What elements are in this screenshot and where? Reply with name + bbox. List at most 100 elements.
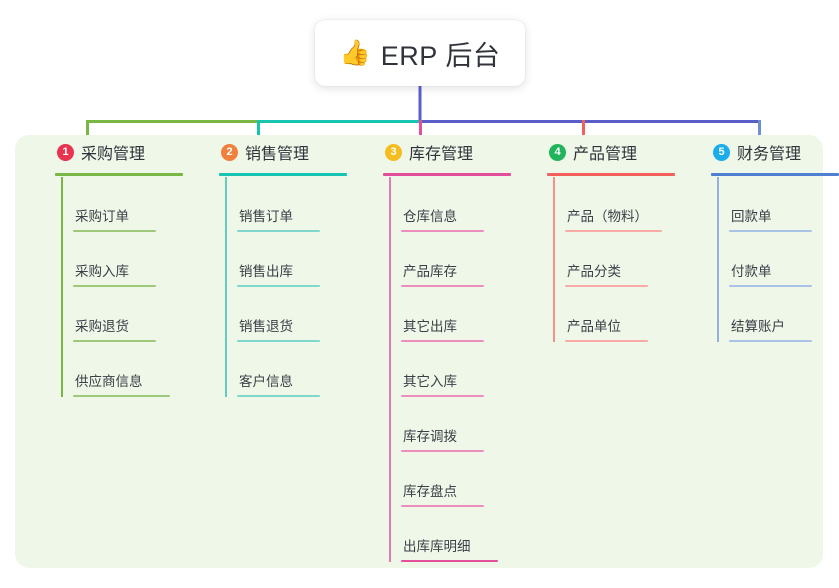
leaf-node[interactable]: 供应商信息 — [61, 342, 203, 397]
leaf-node[interactable]: 库存盘点 — [389, 452, 531, 507]
leaf-label: 出库库明细 — [403, 539, 471, 554]
leaf-rule — [729, 285, 812, 287]
branch-column-3: 3 库存管理 仓库信息 产品库存 其它出库 其它入库 — [367, 135, 531, 568]
leaf-node[interactable]: 采购退货 — [61, 287, 203, 342]
branch-columns: 1 采购管理 采购订单 采购入库 采购退货 供应商信 — [15, 135, 839, 568]
branch-children-5: 回款单 付款单 结算账户 — [695, 177, 839, 342]
leaf-rule — [237, 340, 320, 342]
leaf-label: 其它出库 — [403, 319, 457, 334]
branch-title-1: 采购管理 — [81, 146, 146, 163]
leaf-label: 产品（物料） — [567, 209, 648, 224]
branch-rule-5 — [711, 173, 839, 176]
leaf-node[interactable]: 产品库存 — [389, 232, 531, 287]
leaf-label: 仓库信息 — [403, 209, 457, 224]
leaf-label: 产品库存 — [403, 264, 457, 279]
leaf-rule — [237, 230, 320, 232]
leaf-rule — [401, 560, 498, 562]
branch-header-1[interactable]: 1 采购管理 — [39, 135, 203, 169]
thumbs-up-icon: 👍 — [339, 38, 371, 67]
leaf-node[interactable]: 产品分类 — [553, 232, 695, 287]
branch-badge-2: 2 — [221, 143, 238, 161]
branch-badge-1: 1 — [57, 143, 74, 161]
branch-header-4[interactable]: 4 产品管理 — [531, 135, 695, 169]
leaf-rule — [401, 505, 484, 507]
leaf-node[interactable]: 结算账户 — [717, 287, 839, 342]
leaf-label: 销售出库 — [239, 264, 293, 279]
branches-panel — [15, 135, 823, 568]
leaf-label: 客户信息 — [239, 374, 293, 389]
branch-children-1: 采购订单 采购入库 采购退货 供应商信息 — [39, 177, 203, 397]
leaf-node[interactable]: 采购订单 — [61, 177, 203, 232]
leaf-label: 产品单位 — [567, 319, 621, 334]
leaf-rule — [73, 285, 156, 287]
branch-spine-2 — [225, 177, 227, 397]
leaf-node[interactable]: 销售出库 — [225, 232, 367, 287]
branch-badge-5: 5 — [713, 143, 730, 161]
branch-spine-1 — [61, 177, 63, 397]
leaf-node[interactable]: 仓库信息 — [389, 177, 531, 232]
leaf-label: 采购订单 — [75, 209, 129, 224]
leaf-node[interactable]: 产品单位 — [553, 287, 695, 342]
branch-rule-2 — [219, 173, 347, 176]
leaf-label: 采购退货 — [75, 319, 129, 334]
leaf-rule — [237, 395, 320, 397]
branch-title-4: 产品管理 — [573, 146, 638, 163]
branch-badge-3: 3 — [385, 143, 402, 161]
branch-title-5: 财务管理 — [737, 146, 802, 163]
leaf-label: 销售退货 — [239, 319, 293, 334]
leaf-label: 销售订单 — [239, 209, 293, 224]
leaf-node[interactable]: 客户信息 — [225, 342, 367, 397]
leaf-rule — [729, 230, 812, 232]
branch-title-3: 库存管理 — [409, 146, 474, 163]
root-node[interactable]: 👍 ERP 后台 — [315, 20, 525, 86]
leaf-node[interactable]: 产品（物料） — [553, 177, 695, 232]
leaf-rule — [565, 340, 648, 342]
branch-header-3[interactable]: 3 库存管理 — [367, 135, 531, 169]
branch-children-2: 销售订单 销售出库 销售退货 客户信息 — [203, 177, 367, 397]
leaf-rule — [565, 285, 648, 287]
leaf-rule — [73, 395, 170, 397]
branch-spine-4 — [553, 177, 555, 342]
leaf-rule — [401, 285, 484, 287]
leaf-node[interactable]: 销售订单 — [225, 177, 367, 232]
root-node-label: ERP 后台 — [380, 40, 501, 71]
branch-title-2: 销售管理 — [245, 146, 310, 163]
leaf-label: 库存盘点 — [403, 484, 457, 499]
leaf-node[interactable]: 付款单 — [717, 232, 839, 287]
branch-rule-4 — [547, 173, 675, 176]
branch-column-5: 5 财务管理 回款单 付款单 结算账户 — [695, 135, 839, 568]
branch-children-4: 产品（物料） 产品分类 产品单位 — [531, 177, 695, 342]
leaf-label: 供应商信息 — [75, 374, 143, 389]
branch-header-5[interactable]: 5 财务管理 — [695, 135, 839, 169]
leaf-rule — [73, 230, 156, 232]
leaf-rule — [401, 450, 484, 452]
branch-badge-4: 4 — [549, 143, 566, 161]
leaf-node[interactable]: 出库库明细 — [389, 507, 531, 562]
leaf-label: 回款单 — [731, 209, 772, 224]
leaf-rule — [401, 395, 484, 397]
leaf-label: 结算账户 — [731, 319, 785, 334]
leaf-node[interactable]: 其它出库 — [389, 287, 531, 342]
leaf-node[interactable]: 其它入库 — [389, 342, 531, 397]
leaf-label: 产品分类 — [567, 264, 621, 279]
branch-children-3: 仓库信息 产品库存 其它出库 其它入库 库存调拨 — [367, 177, 531, 562]
branch-spine-5 — [717, 177, 719, 342]
leaf-node[interactable]: 回款单 — [717, 177, 839, 232]
branch-column-2: 2 销售管理 销售订单 销售出库 销售退货 客户信息 — [203, 135, 367, 568]
leaf-node[interactable]: 采购入库 — [61, 232, 203, 287]
leaf-label: 其它入库 — [403, 374, 457, 389]
leaf-label: 采购入库 — [75, 264, 129, 279]
branch-column-4: 4 产品管理 产品（物料） 产品分类 产品单位 — [531, 135, 695, 568]
branch-rule-1 — [55, 173, 183, 176]
leaf-node[interactable]: 销售退货 — [225, 287, 367, 342]
leaf-node[interactable]: 库存调拨 — [389, 397, 531, 452]
branch-column-1: 1 采购管理 采购订单 采购入库 采购退货 供应商信 — [39, 135, 203, 568]
leaf-label: 付款单 — [731, 264, 772, 279]
leaf-label: 库存调拨 — [403, 429, 457, 444]
leaf-rule — [565, 230, 662, 232]
leaf-rule — [73, 340, 156, 342]
branch-spine-3 — [389, 177, 391, 562]
branch-header-2[interactable]: 2 销售管理 — [203, 135, 367, 169]
leaf-rule — [401, 230, 484, 232]
